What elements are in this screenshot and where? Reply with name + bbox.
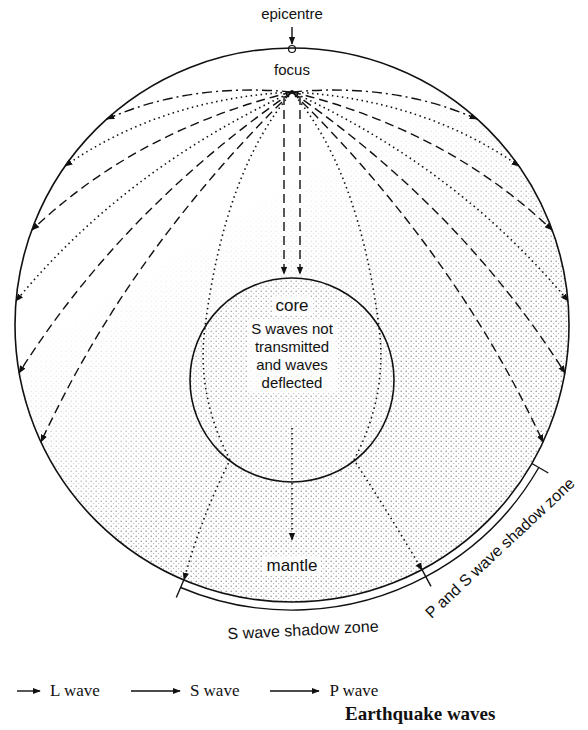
zone-tick (422, 570, 431, 587)
legend-arrow (17, 690, 40, 691)
text-slot: mantle (231, 556, 353, 576)
s-wave-path (283, 96, 284, 274)
legend-item: P wave (269, 681, 378, 701)
layer-label: core (272, 296, 311, 316)
label-slot: S wave shadow zone (224, 616, 382, 643)
legend: L wave S wave P wave (16, 681, 378, 701)
text-slot: focus (241, 61, 343, 79)
s-wave-path (32, 92, 292, 230)
legend-sample (269, 684, 323, 698)
epicentre-point (289, 46, 296, 53)
earth-circle: focus mantle core S waves not transmitted a… (15, 48, 569, 602)
epicentre-arrow (291, 27, 292, 44)
caption: Earthquake waves (345, 703, 495, 725)
epicentre-label: epicentre (258, 5, 326, 23)
mantle-stipple (15, 48, 569, 602)
legend-text: P wave (329, 681, 378, 701)
zone-tick (532, 464, 548, 474)
s-wave-path (292, 92, 552, 230)
zone-tick (176, 580, 184, 598)
p-wave-path (292, 92, 568, 301)
legend-arrow (131, 690, 180, 691)
focus-label: focus (271, 61, 313, 79)
legend-sample (16, 684, 44, 698)
circle-outline (190, 278, 394, 482)
legend-text: L wave (50, 681, 100, 701)
core-circle: core S waves not transmitted and waves de… (190, 278, 394, 482)
core-stipple (190, 278, 394, 482)
p-wave-path (16, 92, 292, 301)
text-slot: S waves not transmitted and waves deflec… (247, 320, 338, 392)
text-slot: core (246, 296, 338, 316)
layer-label: mantle (263, 556, 320, 576)
core-note: S waves not transmitted and waves deflec… (247, 320, 338, 392)
s-wave-path (299, 96, 300, 274)
zone-label: S wave shadow zone (224, 616, 382, 643)
p-wave-path (292, 92, 519, 166)
circle-outline (15, 48, 569, 602)
p-wave-path (65, 92, 292, 166)
legend-item: L wave (16, 681, 100, 701)
label-slot: epicentre (258, 5, 326, 23)
legend-sample (130, 684, 184, 698)
legend-arrow (270, 690, 319, 691)
earth-ground (15, 48, 569, 602)
legend-item: S wave (130, 681, 240, 701)
p-wave-path (291, 428, 293, 540)
legend-text: S wave (190, 681, 240, 701)
core-ground (190, 278, 394, 482)
shadow-zone-arc (181, 577, 426, 610)
